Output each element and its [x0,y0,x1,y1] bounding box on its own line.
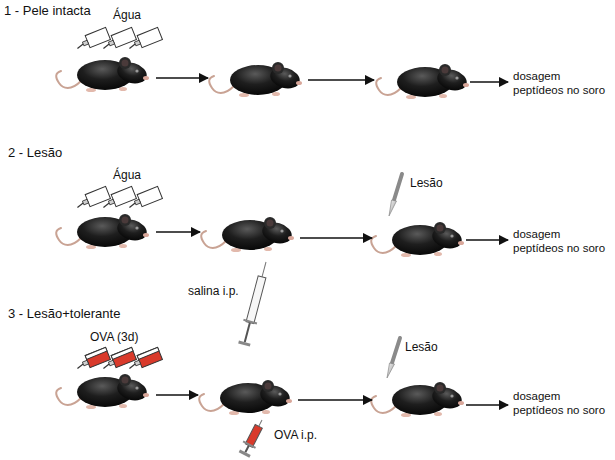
scalpel [387,338,400,378]
treatment-label: OVA i.p. [274,428,317,442]
drinking-bottle [126,27,162,52]
mouse-figure [209,62,302,97]
group-heading: 2 - Lesão [8,145,62,161]
step-arrow [300,237,372,239]
step-arrow [156,231,200,233]
treatment-label: salina i.p. [188,284,239,298]
drinking-bottle [74,27,110,52]
syringe [237,260,273,347]
group-heading: 1 - Pele intacta [4,3,91,19]
mouse-figure [201,217,294,252]
outcome-label: dosagem peptídeos no soro [513,228,611,256]
step-arrow [308,79,374,81]
treatment-label: Água [113,8,141,22]
mouse-figure [371,222,464,257]
treatment-label: Lesão [405,340,438,354]
syringe [238,417,268,458]
drinking-bottle [100,186,136,211]
mouse-figure [199,380,292,415]
outcome-label: dosagem peptídeos no soro [513,70,611,98]
drinking-bottle [74,186,110,211]
drinking-bottle [100,27,136,52]
group-heading: 3 - Lesão+tolerante [8,306,120,322]
drinking-bottle [126,186,162,211]
step-arrow [156,394,198,396]
drinking-bottle [126,347,162,372]
outcome-label: dosagem peptídeos no soro [513,390,611,418]
mouse-figure [376,64,469,99]
step-arrow [156,77,208,79]
step-arrow [470,81,508,83]
mouse-figure [56,374,149,409]
treatment-label: OVA (3d) [90,330,138,344]
drinking-bottle [100,347,136,372]
mouse-figure [56,214,149,249]
mouse-figure [56,57,149,92]
scalpel [389,174,402,216]
drinking-bottle [74,347,110,372]
step-arrow [298,399,372,401]
mouse-figure [371,382,464,417]
treatment-label: Água [113,168,141,182]
step-arrow [466,239,508,241]
treatment-label: Lesão [410,176,443,190]
step-arrow [466,404,508,406]
